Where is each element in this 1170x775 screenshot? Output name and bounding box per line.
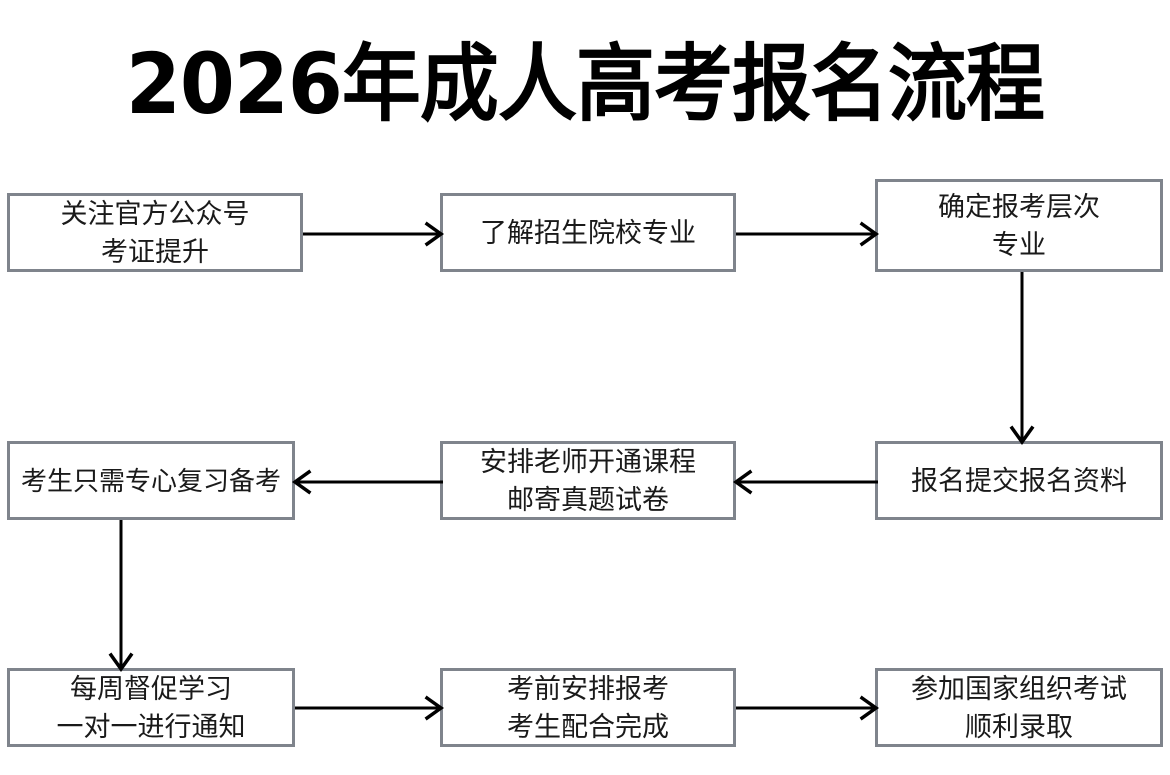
flow-node-line: 参加国家组织考试: [911, 673, 1127, 704]
arrow-right-node1-to-node2: [303, 218, 445, 250]
arrow-right-node2-to-node3: [736, 218, 880, 250]
flow-node-line: 安排老师开通课程: [480, 446, 696, 477]
page-title: 2026年成人高考报名流程: [125, 35, 1045, 133]
flow-node-take-national-exam: 参加国家组织考试 顺利录取: [875, 668, 1163, 747]
flow-node-line: 考证提升: [101, 236, 209, 267]
arrow-down-node3-to-node4: [1006, 272, 1038, 446]
flow-node-line: 关注官方公众号: [60, 198, 250, 229]
flow-node-submit-application-materials: 报名提交报名资料: [875, 441, 1163, 520]
arrow-left-node4-to-node5: [732, 466, 878, 498]
flow-node-line: 考前安排报考: [507, 673, 669, 704]
arrow-right-node7-to-node8: [295, 692, 445, 724]
flow-node-line: 确定报考层次: [938, 191, 1100, 222]
flow-node-line: 顺利录取: [965, 711, 1073, 742]
flow-node-line: 一对一进行通知: [56, 711, 246, 742]
flow-node-learn-schools-majors: 了解招生院校专业: [440, 193, 736, 272]
flow-node-line: 每周督促学习: [70, 673, 232, 704]
flow-node-arrange-teacher-course: 安排老师开通课程 邮寄真题试卷: [440, 441, 736, 520]
flow-node-candidate-focus-review: 考生只需专心复习备考: [7, 441, 295, 520]
flow-node-line: 邮寄真题试卷: [507, 484, 669, 515]
arrow-left-node5-to-node6: [291, 466, 443, 498]
flow-node-follow-official-account: 关注官方公众号 考证提升: [7, 193, 303, 272]
flow-node-weekly-study-supervision: 每周督促学习 一对一进行通知: [7, 668, 295, 747]
flow-node-line: 报名提交报名资料: [911, 465, 1127, 496]
flow-node-line: 考生只需专心复习备考: [20, 465, 281, 496]
flow-node-line: 考生配合完成: [507, 711, 669, 742]
flow-node-confirm-level-major: 确定报考层次 专业: [875, 179, 1163, 272]
flow-node-line: 了解招生院校专业: [480, 217, 696, 248]
flow-node-pre-exam-registration: 考前安排报考 考生配合完成: [440, 668, 736, 747]
arrow-down-node6-to-node7: [105, 520, 137, 673]
arrow-right-node8-to-node9: [736, 692, 880, 724]
flow-node-line: 专业: [992, 229, 1046, 260]
